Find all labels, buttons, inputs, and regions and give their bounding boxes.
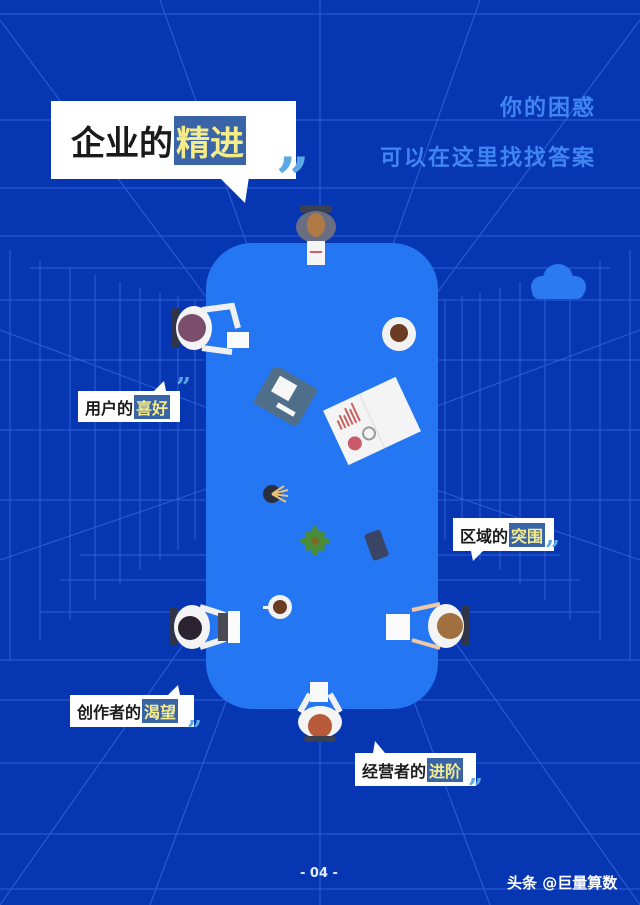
quote-mark-icon: ” xyxy=(187,716,202,746)
pencil-cup-icon xyxy=(263,485,289,503)
person-bottom-icon xyxy=(297,682,343,742)
notebook-icon xyxy=(253,368,318,426)
bubble-prefix: 经营者的 xyxy=(362,761,427,781)
watermark: 头条 @巨量算数 xyxy=(507,874,618,892)
quote-mark-icon: ” xyxy=(276,145,310,213)
quote-mark-icon: ” xyxy=(468,774,483,804)
bubble-tail xyxy=(373,741,385,753)
person-right-icon xyxy=(386,602,470,650)
bubble-tail xyxy=(471,551,483,561)
quote-mark-icon: ” xyxy=(176,373,191,403)
bubble-tail xyxy=(154,381,166,391)
person-left-top-icon xyxy=(172,302,249,355)
bubble-user-preference: 用户的喜好 xyxy=(78,381,180,422)
subtitle-line2: 可以在这里找找答案 xyxy=(379,146,596,171)
bubble-highlight: 渴望 xyxy=(142,699,179,723)
phone-icon xyxy=(364,529,389,561)
bubble-tail xyxy=(168,685,180,695)
cloud-icon xyxy=(531,264,586,299)
bubble-tail xyxy=(219,177,249,203)
coffee-cup-icon xyxy=(382,317,416,351)
bubble-operator-advance: 经营者的进阶 xyxy=(355,741,476,786)
bubble-creator-desire: 创作者的 渴望 xyxy=(70,685,194,727)
subtitle-line1: 你的困惑 xyxy=(499,96,596,121)
bubble-regional-breakthrough: 区域的突围 xyxy=(453,518,554,561)
bubble-prefix: 用户的 xyxy=(85,398,134,418)
coffee-cup-icon-2 xyxy=(263,595,292,619)
main-title-prefix: 企业的 xyxy=(71,123,173,164)
report-papers-icon xyxy=(323,376,421,466)
person-laptop-icon xyxy=(170,604,240,650)
quote-mark-icon: ” xyxy=(545,536,560,566)
page-number: - 04 - xyxy=(300,866,338,881)
bubble-highlight: 喜好 xyxy=(134,394,171,419)
person-top-icon xyxy=(296,205,336,265)
main-title-highlight: 精进 xyxy=(174,115,246,165)
bubble-prefix: 区域的 xyxy=(460,526,509,546)
bubble-highlight: 进阶 xyxy=(427,757,464,782)
bubble-highlight: 突围 xyxy=(509,522,546,547)
bubble-prefix: 创作者的 xyxy=(77,703,142,722)
potted-plant-icon xyxy=(300,526,330,556)
main-title-bubble: 企业的精进 xyxy=(51,101,296,203)
